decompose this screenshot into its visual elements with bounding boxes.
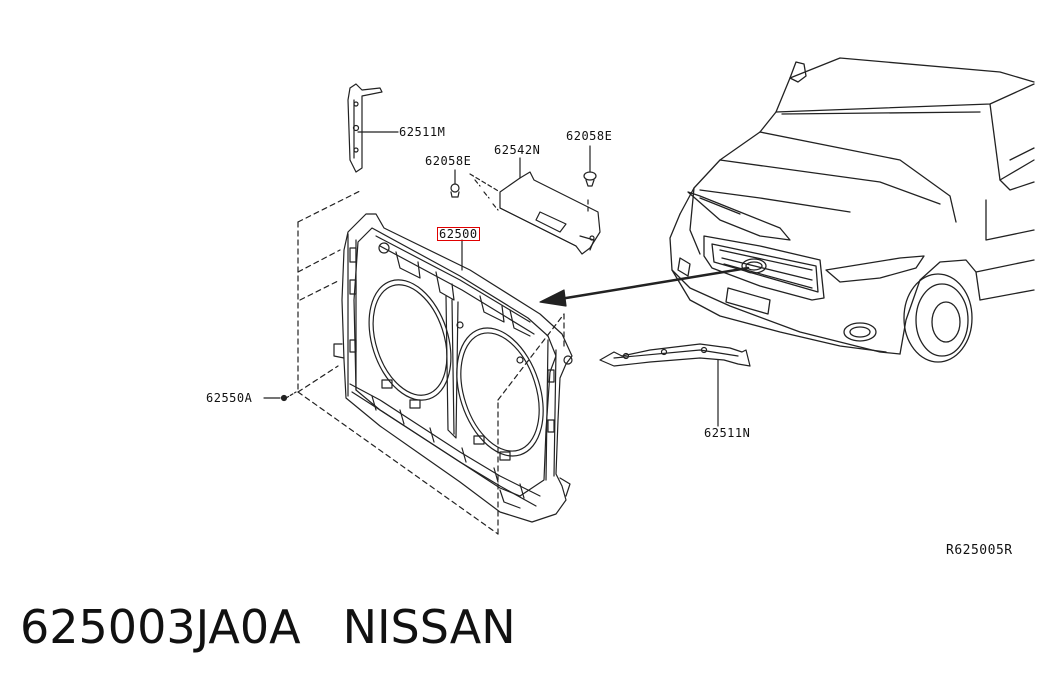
brand-name: NISSAN	[342, 600, 516, 654]
explode-box	[297, 189, 565, 535]
callout-62542n: 62542N	[494, 143, 541, 157]
reference-code: R625005R	[946, 543, 1013, 558]
callout-62511n: 62511N	[704, 426, 751, 440]
location-arrow	[539, 266, 750, 307]
part-number: 625003JA0A	[20, 600, 301, 654]
callout-62058e-right: 62058E	[566, 129, 613, 143]
callout-62511m: 62511M	[399, 125, 446, 139]
clip-62058e-right	[583, 145, 597, 187]
callout-62550a: 62550A	[206, 391, 253, 405]
lower-bracket-62511n	[599, 343, 751, 427]
radiator-core-support-62500	[333, 213, 573, 523]
upper-bracket-62511m	[347, 83, 399, 173]
vehicle-outline	[669, 57, 1035, 363]
cover-62542n	[499, 157, 601, 255]
footer-caption: 625003JA0A NISSAN	[20, 600, 516, 654]
callout-62058e-left: 62058E	[425, 154, 472, 168]
clip-62058e-left	[450, 169, 460, 198]
bolt-62550a	[280, 391, 297, 402]
callout-62500-highlighted: 62500	[437, 227, 480, 241]
